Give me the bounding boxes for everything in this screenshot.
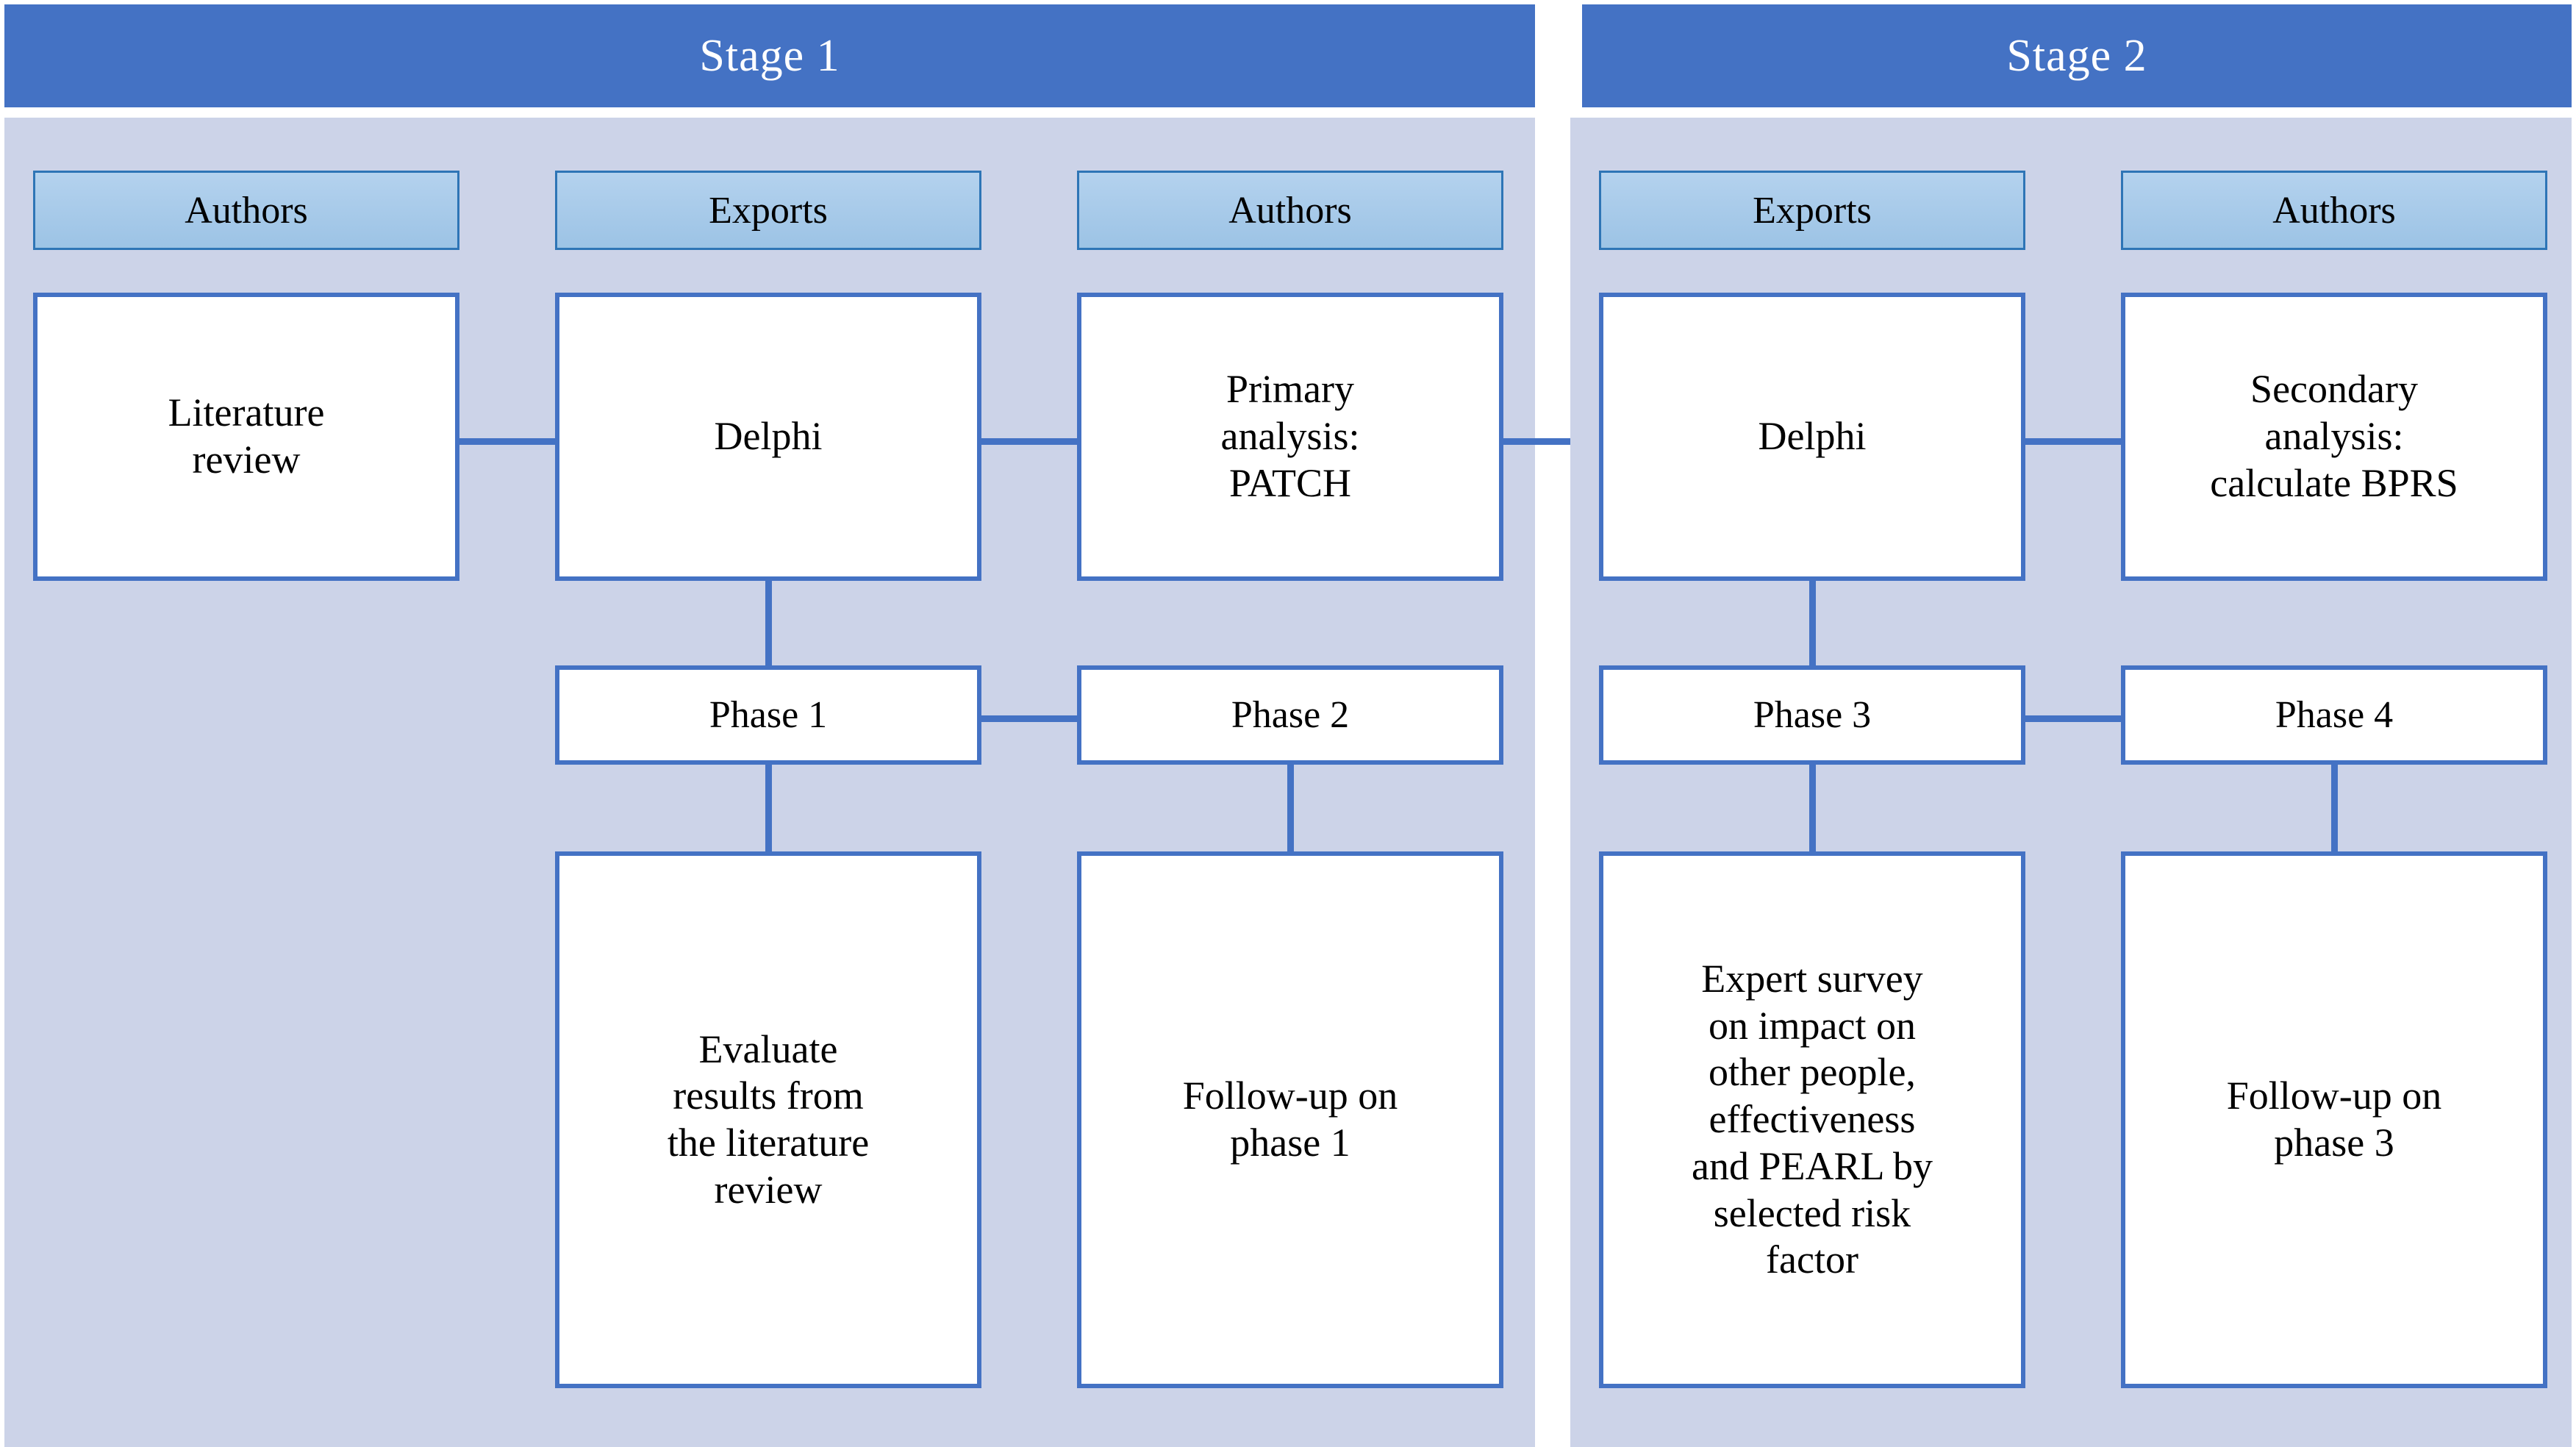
node-delphi-stage1: Delphi bbox=[555, 293, 981, 581]
node-text: Expert survey on impact on other people,… bbox=[1692, 956, 1933, 1282]
connector-phase3-to-expert-survey bbox=[1809, 750, 1816, 860]
connector-phase1-to-phase2 bbox=[963, 715, 1095, 722]
node-delphi-stage2: Delphi bbox=[1599, 293, 2025, 581]
role-chip-authors-2: Authors bbox=[1077, 171, 1503, 250]
node-follow-up-phase-3: Follow-up on phase 3 bbox=[2121, 851, 2547, 1388]
role-chip-label: Exports bbox=[709, 189, 828, 232]
node-text: Phase 3 bbox=[1753, 693, 1872, 736]
node-expert-survey: Expert survey on impact on other people,… bbox=[1599, 851, 2025, 1388]
node-text: Evaluate results from the literature rev… bbox=[667, 1026, 870, 1212]
role-chip-label: Exports bbox=[1753, 189, 1872, 232]
stage-1-title: Stage 1 bbox=[699, 30, 840, 81]
node-phase-3: Phase 3 bbox=[1599, 665, 2025, 765]
stage-1-header: Stage 1 bbox=[4, 4, 1535, 107]
connector-primary-to-delphi2 bbox=[1485, 438, 1654, 445]
node-text: Secondary analysis: calculate BPRS bbox=[2210, 367, 2458, 505]
connector-phase1-to-evaluate bbox=[765, 750, 772, 860]
node-text: Phase 4 bbox=[2275, 693, 2394, 736]
node-text: Primary analysis: PATCH bbox=[1220, 367, 1360, 505]
node-text: Phase 2 bbox=[1231, 693, 1350, 736]
connector-delphi2-to-secondary bbox=[2007, 438, 2139, 445]
node-text: Follow-up on phase 1 bbox=[1182, 1073, 1398, 1165]
connector-delphi1-to-primary bbox=[963, 438, 1095, 445]
node-follow-up-phase-1: Follow-up on phase 1 bbox=[1077, 851, 1503, 1388]
node-text: Delphi bbox=[1758, 414, 1867, 459]
node-phase-1: Phase 1 bbox=[555, 665, 981, 765]
node-literature-review: Literature review bbox=[33, 293, 459, 581]
role-chip-exports-1: Exports bbox=[555, 171, 981, 250]
node-evaluate-results: Evaluate results from the literature rev… bbox=[555, 851, 981, 1388]
role-chip-label: Authors bbox=[1228, 189, 1352, 232]
stage-2-header: Stage 2 bbox=[1582, 4, 2572, 107]
node-text: Delphi bbox=[714, 414, 823, 459]
connector-phase3-to-phase4 bbox=[2007, 715, 2139, 722]
node-text: Follow-up on phase 3 bbox=[2226, 1073, 2442, 1165]
node-phase-4: Phase 4 bbox=[2121, 665, 2547, 765]
connector-phase4-to-followup3 bbox=[2331, 750, 2338, 860]
role-chip-authors-1: Authors bbox=[33, 171, 459, 250]
node-phase-2: Phase 2 bbox=[1077, 665, 1503, 765]
role-chip-authors-3: Authors bbox=[2121, 171, 2547, 250]
node-primary-analysis: Primary analysis: PATCH bbox=[1077, 293, 1503, 581]
role-chip-label: Authors bbox=[2272, 189, 2396, 232]
node-secondary-analysis: Secondary analysis: calculate BPRS bbox=[2121, 293, 2547, 581]
node-text: Phase 1 bbox=[709, 693, 828, 736]
connector-phase2-to-followup1 bbox=[1287, 750, 1294, 860]
node-text: Literature review bbox=[168, 390, 325, 482]
stage-2-title: Stage 2 bbox=[2006, 30, 2147, 81]
role-chip-exports-2: Exports bbox=[1599, 171, 2025, 250]
connector-literature-to-delphi bbox=[441, 438, 573, 445]
connector-delphi2-to-phase3 bbox=[1809, 574, 1816, 676]
role-chip-label: Authors bbox=[185, 189, 308, 232]
connector-delphi1-to-phase1 bbox=[765, 574, 772, 676]
